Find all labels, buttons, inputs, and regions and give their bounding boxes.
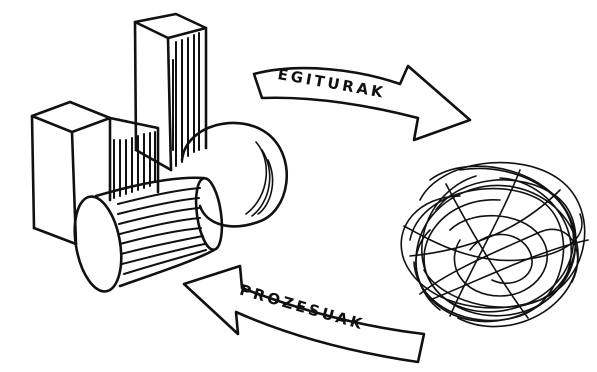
cylinder-hatching [118, 188, 206, 274]
geometric-solids-group [32, 14, 287, 295]
scribble-tangle [401, 163, 588, 327]
tall-prism [135, 14, 206, 170]
bottom-arrow: PROZESUAK [184, 266, 424, 362]
cube [32, 102, 158, 244]
top-arrow: EGITURAK [254, 65, 470, 140]
